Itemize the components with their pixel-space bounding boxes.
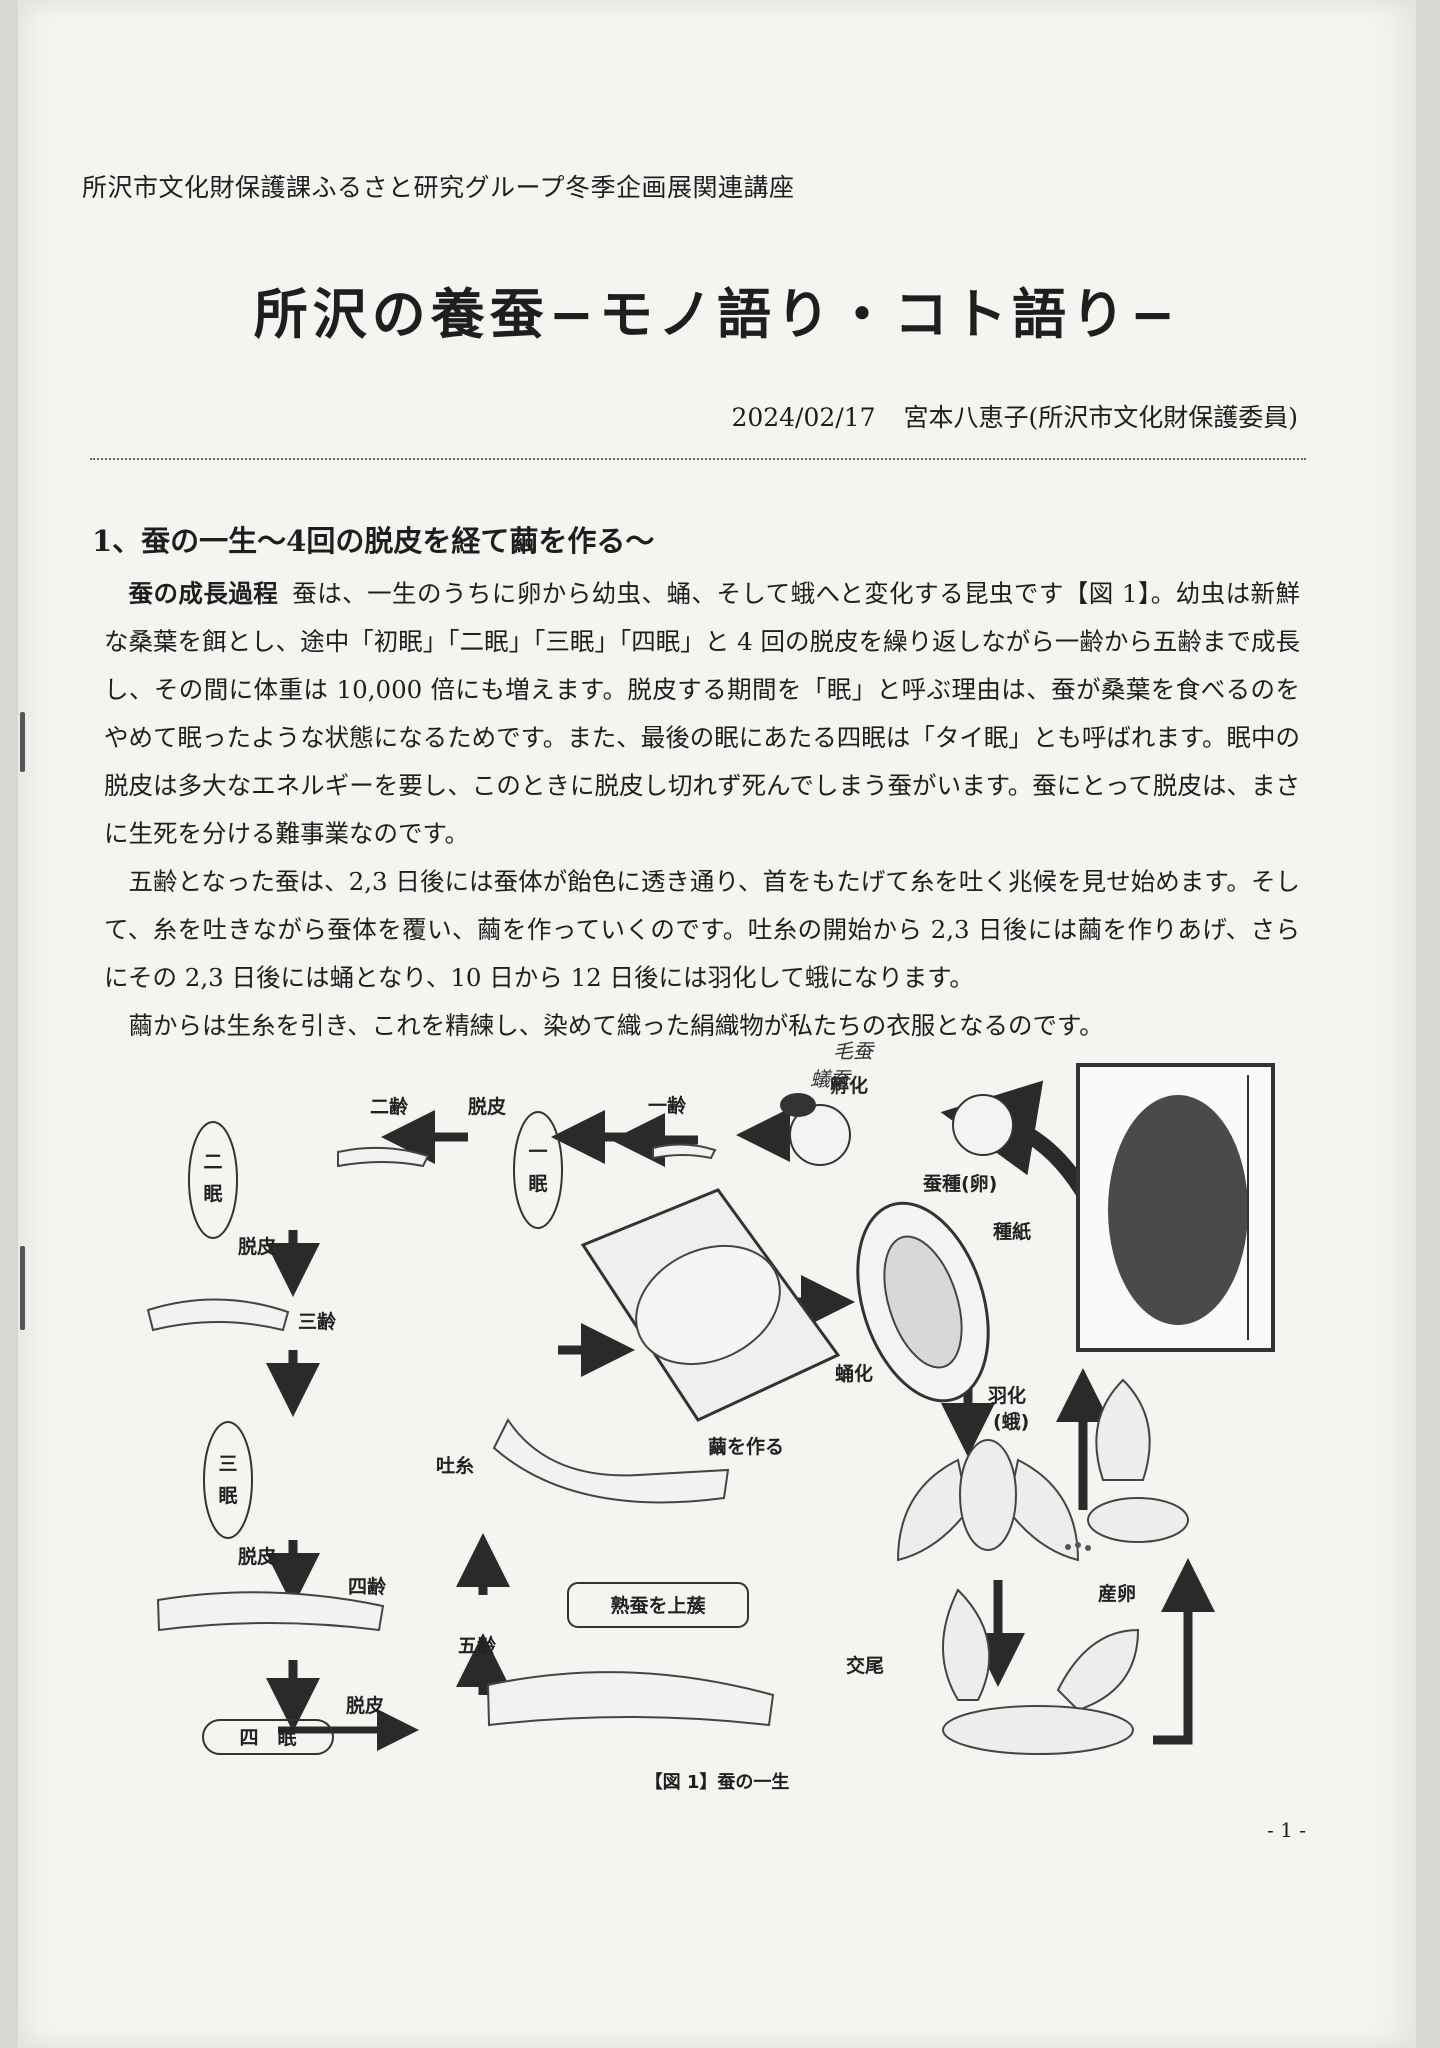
nimin-oval: [188, 1121, 238, 1239]
label-fuka: 孵化: [830, 1074, 868, 1097]
page-number: - 1 -: [1267, 1818, 1306, 1842]
label-joukei: 熟蚕を上蔟: [610, 1594, 705, 1617]
toshi-larva: [492, 1418, 730, 1504]
label-sanmin-2: 眠: [218, 1485, 237, 1507]
label-nirei: 二齢: [370, 1095, 409, 1118]
yonmin-pill: [202, 1719, 334, 1755]
label-yonrei: 四齢: [348, 1575, 387, 1598]
label-dappi-bottom: 脱皮: [346, 1694, 384, 1717]
sanmin-oval: [203, 1421, 253, 1539]
joukei-box: [567, 1582, 749, 1628]
nirei-larva: [337, 1146, 430, 1168]
label-sanrei: 三齢: [298, 1310, 337, 1333]
page-title: 所沢の養蚕−モノ語り・コト語り−: [253, 282, 1181, 346]
label-nimin-2: 眠: [203, 1183, 222, 1205]
byline: 2024/02/17 宮本八恵子(所沢市文化財保護委員): [711, 398, 1298, 434]
label-sanshu: 蚕種(卵): [922, 1172, 997, 1195]
label-ichimin-1: 一: [528, 1141, 547, 1163]
gorei-larva: [486, 1671, 775, 1727]
label-sanmin-1: 三: [218, 1453, 237, 1475]
label-dappi-left2: 脱皮: [238, 1545, 276, 1568]
figure-caption: 【図 1】蚕の一生: [644, 1772, 790, 1793]
moths: [896, 1378, 1189, 1755]
paragraph-lead: 蚕の成長過程: [128, 579, 279, 608]
yonrei-larva: [156, 1591, 385, 1632]
label-sanran: 産卵: [1098, 1582, 1136, 1605]
paragraph-3: 繭からは生糸を引き、これを精練し、染めて織った絹織物が私たちの衣服となるのです。: [128, 1011, 1104, 1040]
paragraph-2: 五齢となった蚕は、2,3 日後には蚕体が飴色に透き通り、首をもたげて糸を吐く兆候…: [104, 867, 1300, 992]
label-yonmin: 四 眠: [239, 1727, 296, 1749]
lecture-date: 2024/02/17: [731, 403, 876, 432]
label-ichimin-2: 眠: [528, 1173, 547, 1195]
cocoon-frame: [580, 1188, 841, 1422]
label-toshi: 吐糸: [436, 1454, 474, 1477]
label-ichirei: 一齢: [648, 1094, 687, 1117]
document-page: 所沢市文化財保護課ふるさと研究グループ冬季企画展関連講座 所沢の養蚕−モノ語り・…: [18, 0, 1416, 2048]
label-koubi: 交尾: [846, 1654, 884, 1677]
label-dappi-left1: 脱皮: [238, 1235, 276, 1258]
arrow-koubi-to-sanran: [1153, 1558, 1215, 1745]
pupa-cocoon: [856, 1201, 990, 1403]
label-uka-2: (蛾): [993, 1410, 1029, 1433]
sanrei-larva: [146, 1298, 290, 1332]
header-divider: [90, 458, 1306, 460]
silkworm-lifecycle-diagram: 二 眠 二齢 脱皮 一 眠 一齢 孵化 蚕種(卵) 種紙 脱皮 三齢 三 眠 脱…: [146, 1040, 1275, 1755]
label-uka-1: 羽化: [988, 1384, 1026, 1407]
hatching-eggs: [780, 1093, 1014, 1166]
egg-card: [1076, 1063, 1275, 1352]
author-name: 宮本八恵子(所沢市文化財保護委員): [903, 403, 1298, 432]
handwritten-note-kego: 毛蚕: [833, 1040, 876, 1063]
label-mayu: 繭を作る: [708, 1435, 784, 1458]
label-taneshi: 種紙: [993, 1220, 1031, 1243]
label-youka: 蛹化: [835, 1362, 873, 1385]
label-gorei: 五齢: [458, 1634, 497, 1657]
organization-line: 所沢市文化財保護課ふるさと研究グループ冬季企画展関連講座: [82, 173, 795, 202]
ichimin-oval: [513, 1111, 563, 1229]
label-nimin-1: 二: [203, 1151, 222, 1173]
body-text: 蚕の成長過程蚕は、一生のうちに卵から幼虫、蛹、そして蛾へと変化する昆虫です【図 …: [104, 570, 1300, 1050]
binding-mark-bottom: [20, 1246, 25, 1330]
section-heading: 1、蚕の一生〜4回の脱皮を経て繭を作る〜: [92, 524, 655, 558]
binding-mark-top: [20, 712, 25, 772]
paragraph-1: 蚕の成長過程蚕は、一生のうちに卵から幼虫、蛹、そして蛾へと変化する昆虫です【図 …: [104, 579, 1301, 848]
label-dappi-top: 脱皮: [468, 1095, 506, 1118]
handwritten-note-gisan: 蟻蚕: [810, 1067, 853, 1091]
ichirei-larva: [652, 1143, 717, 1160]
